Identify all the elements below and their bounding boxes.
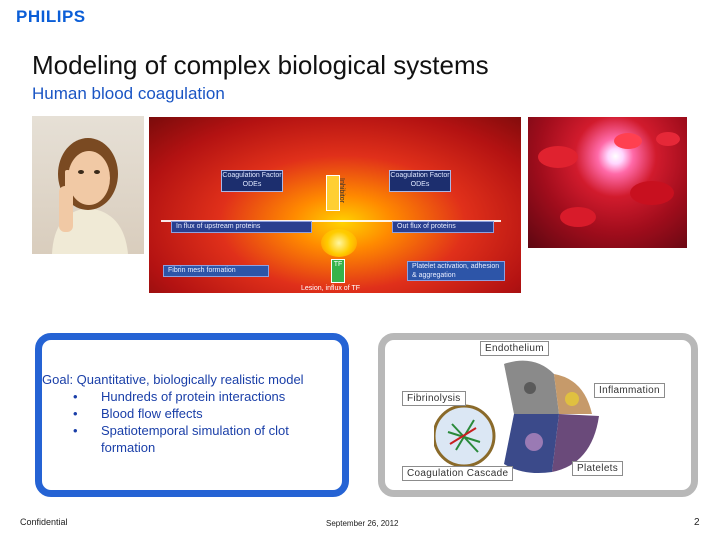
platelet-label: Platelet activation, adhesion & aggregat… xyxy=(407,261,505,281)
biology-collage xyxy=(432,354,604,484)
clot-burst xyxy=(321,229,357,257)
fibrinolysis-tag: Fibrinolysis xyxy=(402,391,466,406)
footer-confidential: Confidential xyxy=(20,517,68,527)
goal-item: • Hundreds of protein interactions xyxy=(42,388,304,405)
girl-photo xyxy=(32,116,144,254)
bullet-icon: • xyxy=(73,423,78,438)
goal-item: • Blood flow effects xyxy=(42,405,304,422)
goal-text: Goal: Quantitative, biologically realist… xyxy=(42,371,304,456)
goal-item-label: Blood flow effects xyxy=(101,406,203,421)
bullet-icon: • xyxy=(73,406,78,421)
goal-panel xyxy=(35,333,349,497)
blood-cells-image xyxy=(528,117,687,248)
footer-date: September 26, 2012 xyxy=(326,519,399,528)
slide-title: Modeling of complex biological systems xyxy=(32,50,489,80)
coag-factor-box-right: Coagulation Factor ODEs xyxy=(389,170,451,192)
bullet-icon: • xyxy=(73,389,78,404)
lesion-label: Lesion, influx of TF xyxy=(301,285,361,292)
inhibitor-label: Inhibitor xyxy=(337,178,345,203)
goal-item-label: Spatiotemporal simulation of clot format… xyxy=(101,423,289,455)
inhibitor-box: Inhibitor xyxy=(326,175,345,211)
page-number: 2 xyxy=(694,517,700,528)
endothelium-tag: Endothelium xyxy=(480,341,549,356)
coagulation-cascade-tag: Coagulation Cascade xyxy=(402,466,514,481)
tf-box: TF xyxy=(331,259,345,283)
philips-logo: PHILIPS xyxy=(16,7,86,26)
goal-item-label: Hundreds of protein interactions xyxy=(101,389,286,404)
influx-line xyxy=(161,220,501,222)
influx-label: In flux of upstream proteins xyxy=(171,221,312,233)
inflammation-tag: Inflammation xyxy=(594,383,665,398)
platelets-tag: Platelets xyxy=(572,461,624,476)
coag-factor-box-left: Coagulation Factor ODEs xyxy=(221,170,283,192)
goal-item: • Spatiotemporal simulation of clot forma… xyxy=(42,422,301,456)
goal-list: • Hundreds of protein interactions • Blood… xyxy=(42,388,304,456)
fibrin-label: Fibrin mesh formation xyxy=(163,265,269,277)
outflux-label: Out flux of proteins xyxy=(392,221,494,233)
goal-heading: Goal: Quantitative, biologically realist… xyxy=(42,372,304,387)
coagulation-diagram: Coagulation Factor ODEs Coagulation Fact… xyxy=(149,117,521,293)
slide-subtitle: Human blood coagulation xyxy=(32,84,225,103)
